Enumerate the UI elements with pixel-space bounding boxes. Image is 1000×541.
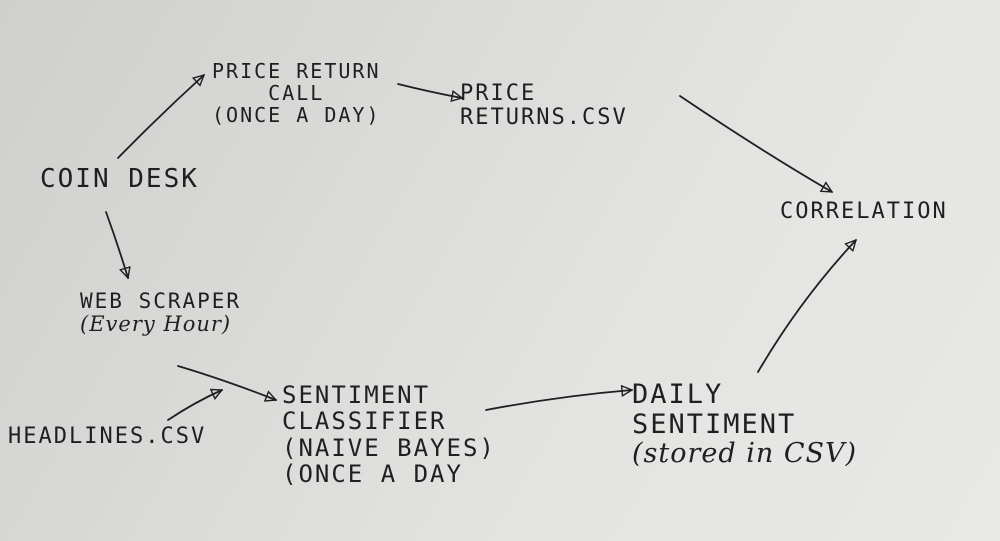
arrow-coindesk-to-price-call bbox=[117, 75, 204, 159]
node-label: DAILY bbox=[632, 379, 724, 410]
node-label: (stored in CSV) bbox=[632, 438, 858, 470]
node-label: (Every Hour) bbox=[80, 312, 232, 337]
node-label: SENTIMENT bbox=[632, 408, 797, 440]
node-label: CORRELATION bbox=[780, 199, 948, 224]
arrow-coindesk-to-webscraper bbox=[105, 211, 128, 278]
node-daily-sentiment: DAILY SENTIMENT (stored in CSV) bbox=[632, 380, 857, 469]
node-headlines-csv: HEADLINES.CSV bbox=[8, 424, 207, 449]
node-sentiment-classifier: SENTIMENT CLASSIFIER (NAIVE BAYES) (ONCE… bbox=[282, 382, 496, 488]
node-coindesk: COIN DESK bbox=[40, 165, 199, 194]
arrow-webscraper-to-sentiment bbox=[177, 365, 276, 400]
node-label: PRICE bbox=[460, 81, 537, 106]
node-label: (ONCE A DAY bbox=[282, 460, 463, 489]
node-label: CALL bbox=[268, 81, 325, 105]
node-price-returns-csv: PRICE RETURNS.CSV bbox=[460, 81, 628, 131]
node-label: PRICE RETURN bbox=[212, 59, 381, 83]
node-label: CLASSIFIER bbox=[282, 407, 447, 436]
node-price-return-call: PRICE RETURN CALL (ONCE A DAY) bbox=[212, 60, 381, 126]
arrow-headlines-to-sentiment bbox=[167, 390, 222, 421]
node-web-scraper: WEB SCRAPER (Every Hour) bbox=[80, 289, 242, 337]
node-label: SENTIMENT bbox=[282, 381, 431, 409]
node-label: COIN DESK bbox=[40, 164, 199, 194]
node-label: (ONCE A DAY) bbox=[212, 103, 381, 127]
node-label: (NAIVE BAYES) bbox=[282, 433, 496, 462]
arrow-daily-to-correlation bbox=[757, 240, 856, 373]
arrow-price-csv-to-correlation bbox=[679, 95, 832, 193]
node-label: HEADLINES.CSV bbox=[8, 424, 207, 449]
node-label: RETURNS.CSV bbox=[460, 105, 628, 131]
arrow-price-call-to-price-csv bbox=[397, 83, 462, 98]
arrow-sentiment-to-daily bbox=[485, 390, 632, 411]
node-correlation: CORRELATION bbox=[780, 199, 948, 224]
node-label: WEB SCRAPER bbox=[80, 289, 242, 313]
